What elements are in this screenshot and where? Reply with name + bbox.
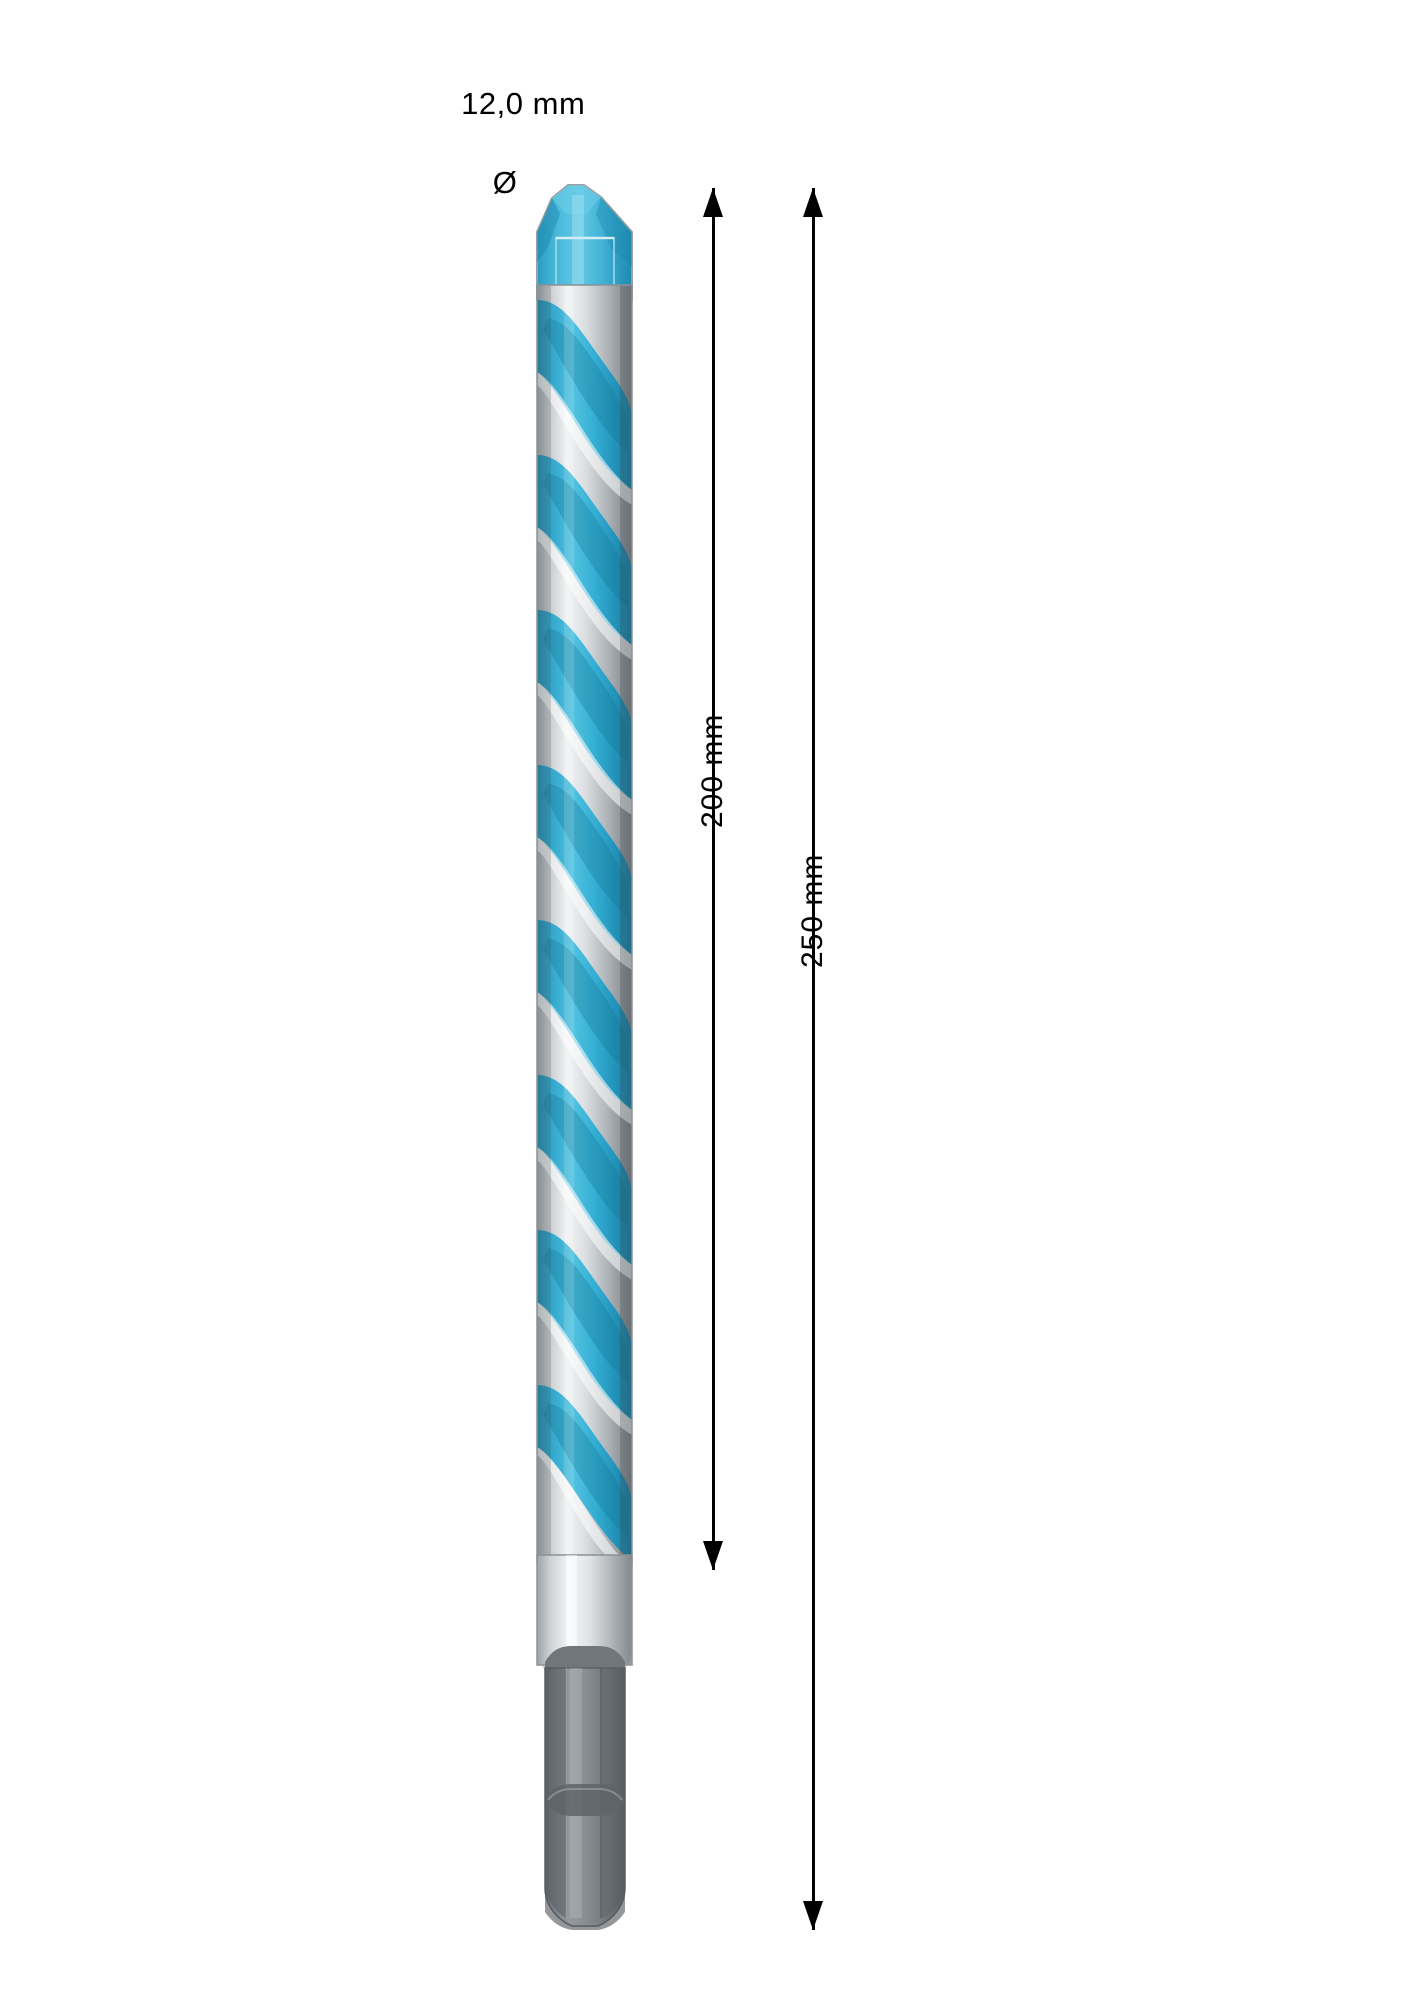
- dimension-line: [812, 188, 815, 1930]
- carbide-tip: [536, 184, 633, 301]
- arrow-head-down-icon: [803, 1901, 823, 1930]
- drill-bit-flutes: [537, 285, 632, 1563]
- hex-shank: [544, 1646, 626, 1930]
- diameter-label: 12,0 mm Ø: [390, 44, 620, 282]
- dimension-line: [712, 188, 715, 1570]
- arrow-head-down-icon: [703, 1541, 723, 1570]
- diameter-symbol-icon: Ø: [492, 165, 518, 200]
- diameter-value: 12,0 mm: [461, 86, 586, 121]
